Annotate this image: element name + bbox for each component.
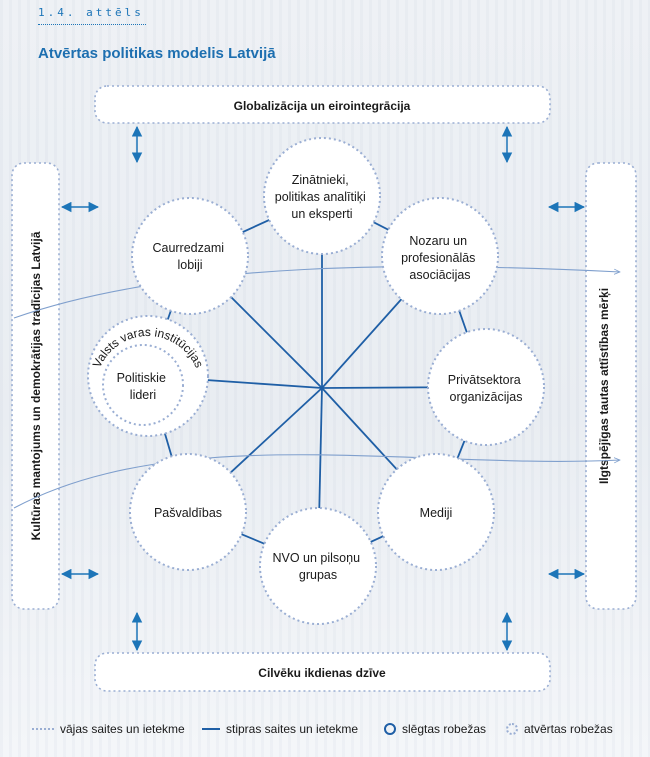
legend-strong: stipras saites un ietekme [202, 722, 358, 736]
flow-curve-upper [13, 266, 620, 319]
flow-curve-lower [13, 454, 620, 509]
box-right [585, 162, 637, 610]
legend-weak-swatch [32, 728, 54, 730]
node-associations-label: Nozaru un profesionālās asociācijas [401, 234, 479, 282]
legend-weak-label: vājas saites un ietekme [60, 722, 185, 736]
node-ngo [259, 507, 377, 625]
node-private-sector-label: Privātsektora organizācijas [448, 373, 524, 404]
node-municipalities-label: Pašvaldības [154, 506, 222, 520]
box-bottom [94, 652, 551, 692]
node-lobbies-label: Caurredzami lobiji [152, 241, 227, 272]
legend-open-label: atvērtas robežas [524, 722, 613, 736]
box-bottom-label: Cilvēku ikdienas dzīve [258, 666, 386, 680]
node-experts-label: Zinātnieki, politikas analītiķi un ekspe… [275, 173, 370, 221]
figure-label-underline [38, 24, 146, 25]
figure-title: Atvērtas politikas modelis Latvijā [38, 45, 276, 62]
node-ngo-label: NVO un pilsoņu grupas [272, 551, 363, 582]
node-political-leaders [102, 344, 184, 426]
node-private-sector [427, 328, 545, 446]
legend: vājas saites un ietekme stipras saites u… [32, 722, 632, 738]
node-municipalities [129, 453, 247, 571]
box-left-label: Kultūras mantojums un demokrātijas tradī… [29, 231, 43, 540]
legend-closed-swatch [384, 723, 396, 735]
node-experts [263, 137, 381, 255]
box-left [11, 162, 60, 610]
box-top-label: Globalizācija un eirointegrācija [234, 99, 411, 113]
figure-label: 1.4. attēls [38, 6, 144, 19]
legend-closed-label: slēgtas robežas [402, 722, 487, 736]
legend-open-swatch [506, 723, 518, 735]
legend-strong-label: stipras saites un ietekme [226, 722, 359, 736]
node-media [377, 453, 495, 571]
node-political-leaders-label: Politiskie lideri [117, 371, 170, 402]
node-lobbies [131, 197, 249, 315]
node-associations [381, 197, 499, 315]
box-right-label: Ilgtspējīgas tautas attīstības mērķi [597, 288, 611, 484]
legend-open: atvērtas robežas [506, 722, 613, 736]
node-media-label: Mediji [420, 506, 453, 520]
legend-weak: vājas saites un ietekme [32, 722, 185, 736]
box-top [94, 85, 551, 124]
legend-closed: slēgtas robežas [384, 722, 486, 736]
legend-strong-swatch [202, 728, 220, 730]
